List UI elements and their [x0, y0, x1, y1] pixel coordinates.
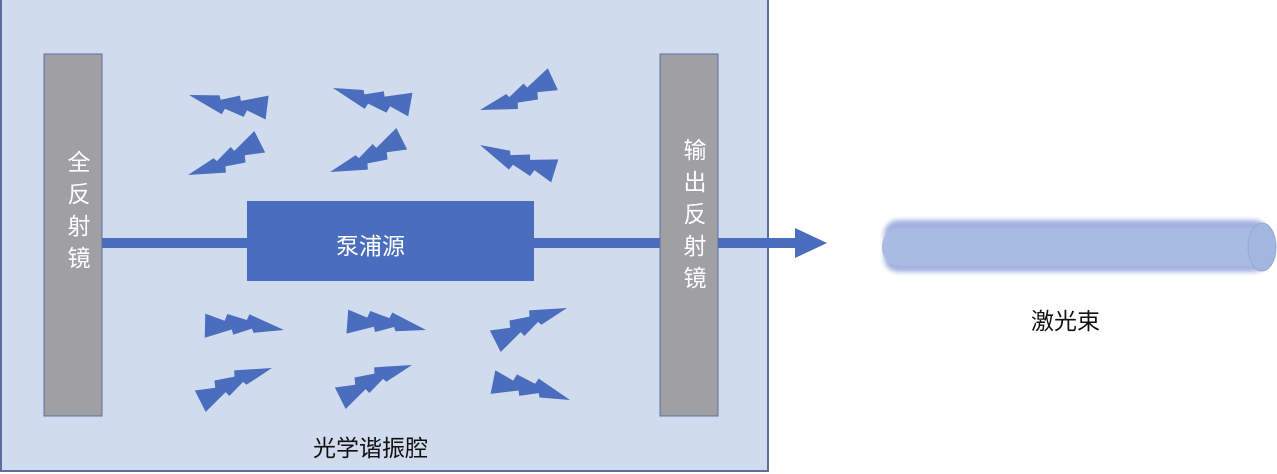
- output-coupler-mirror: [659, 53, 719, 417]
- beam-axis-right: [533, 238, 661, 248]
- beam-axis-left: [102, 238, 248, 248]
- laser-beam: [882, 220, 1277, 272]
- output-arrow-head: [795, 228, 827, 258]
- pump-source: [247, 201, 534, 281]
- left-mirror-label: 全反射镜: [63, 150, 89, 278]
- cavity-label: 光学谐振腔: [313, 436, 428, 462]
- total-reflection-mirror: [43, 53, 103, 417]
- pump-label: 泵浦源: [336, 234, 405, 260]
- beam-label: 激光束: [1031, 309, 1100, 335]
- right-mirror-label: 输出反射镜: [679, 138, 705, 298]
- output-beam-line: [717, 238, 799, 248]
